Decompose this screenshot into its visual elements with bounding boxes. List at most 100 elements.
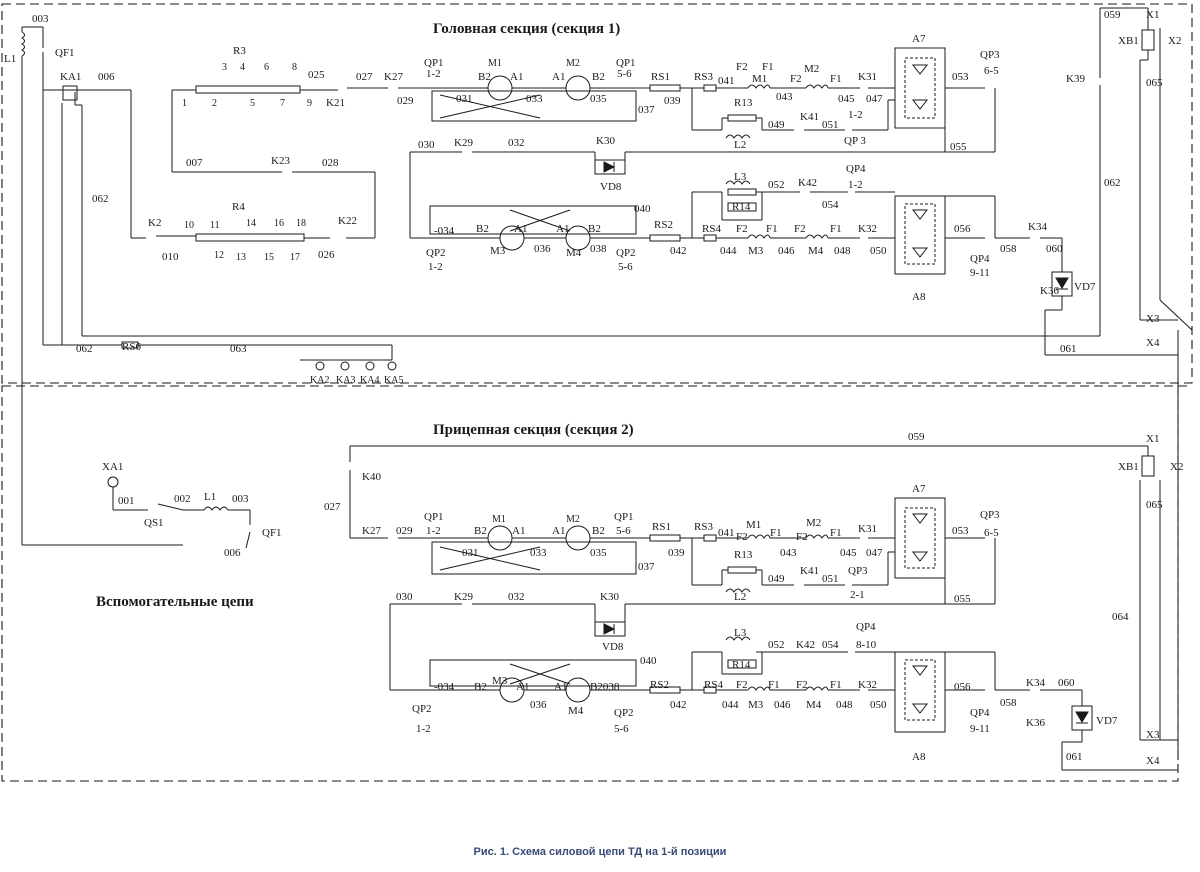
label-006: 006: [98, 71, 115, 83]
term-b2: B2: [592, 71, 605, 83]
wire-036: 036: [530, 699, 547, 711]
wire-042: 042: [670, 245, 687, 257]
contact-k2: K2: [148, 217, 161, 229]
switch-qp4: QP4: [846, 163, 866, 175]
diode-vd7-label: VD7: [1096, 715, 1118, 727]
switch-qp4-lower: QP4: [970, 253, 990, 265]
wire-061: 061: [1066, 751, 1083, 763]
title-section-2: Прицепная секция (секция 2): [433, 422, 634, 438]
wire-034: -034: [434, 681, 455, 693]
inductor-l2-label: L2: [734, 591, 746, 603]
resistor-rs6-label: RS6: [122, 341, 141, 353]
field-f2: F2: [736, 223, 748, 235]
wire-035: 035: [590, 93, 607, 105]
contact-k30: K30: [600, 591, 619, 603]
wire-060: 060: [1058, 677, 1075, 689]
resistor-rs4-label: RS4: [704, 679, 723, 691]
wire-046: 046: [774, 699, 791, 711]
wire-056: 056: [954, 223, 971, 235]
tap-17: 17: [290, 252, 300, 263]
term-a1: A1: [552, 525, 565, 537]
field-m2: M2: [806, 517, 821, 529]
switch-qp1-left-pos: 1-2: [426, 68, 441, 80]
resistor-rs2-label: RS2: [654, 219, 673, 231]
contact-k23: K23: [271, 155, 290, 167]
contact-k42: K42: [798, 177, 817, 189]
contact-k34: K34: [1028, 221, 1047, 233]
wire-048: 048: [834, 245, 851, 257]
field-m3: M3: [748, 245, 764, 257]
terminal-x2: X2: [1170, 461, 1183, 473]
switch-qp2-right: QP2: [614, 707, 634, 719]
title-section-1: Головная секция (секция 1): [433, 21, 620, 37]
section-1-labels: 003 L1 QF1 KA1 006 R3 3 4 6 8 1 2 5 7 9 …: [4, 9, 1181, 386]
switch-qp1-right: QP1: [614, 511, 634, 523]
tap-3: 3: [222, 62, 227, 73]
contact-k41: K41: [800, 565, 819, 577]
inductor-l2-label: L2: [734, 139, 746, 151]
wire-062: 062: [1104, 177, 1121, 189]
converter-a8-label: A8: [912, 291, 926, 303]
field-f1: F1: [768, 679, 780, 691]
wire-058: 058: [1000, 697, 1017, 709]
wire-062: 062: [92, 193, 109, 205]
switch-qp1-left: QP1: [424, 57, 444, 69]
terminal-xb1: XB1: [1118, 461, 1139, 473]
wire-033: 033: [526, 93, 543, 105]
motor-m2-label: M2: [566, 514, 580, 525]
tap-6: 6: [264, 62, 269, 73]
field-m1: M1: [746, 519, 761, 531]
field-f2: F2: [736, 679, 748, 691]
terminal-x3: X3: [1146, 313, 1160, 325]
tap-5: 5: [250, 98, 255, 109]
wire-054: 054: [822, 199, 839, 211]
contact-k29: K29: [454, 137, 473, 149]
switch-qp2-left: QP2: [426, 247, 446, 259]
wire-025: 025: [308, 69, 325, 81]
wire-031: 031: [462, 547, 479, 559]
resistor-rs3-label: RS3: [694, 521, 713, 533]
term-a1: A1: [552, 71, 565, 83]
wire-064: 064: [1112, 611, 1129, 623]
wire-043: 043: [780, 547, 797, 559]
wire-044: 044: [722, 699, 739, 711]
switch-qp3: QP3: [980, 49, 1000, 61]
diode-vd8-label: VD8: [602, 641, 624, 653]
contact-k21: K21: [326, 97, 345, 109]
motor-m3-label: M3: [492, 675, 508, 687]
wire-002: 002: [174, 493, 191, 505]
title-aux-circuits: Вспомогательные цепи: [96, 594, 254, 610]
wire-046: 046: [778, 245, 795, 257]
wire-033: 033: [530, 547, 547, 559]
field-f2: F2: [796, 531, 808, 543]
tap-18: 18: [296, 218, 306, 229]
wire-059: 059: [908, 431, 925, 443]
section-2-labels: 059 K40 027 K27 029 QP1 1-2 B2 M1 A1 M2 …: [324, 431, 1183, 767]
switch-qp3-lower: QP 3: [844, 135, 866, 147]
wire-032: 032: [508, 591, 525, 603]
tap-1: 1: [182, 98, 187, 109]
wire-043: 043: [776, 91, 793, 103]
field-m3: M3: [748, 699, 764, 711]
section-2-components: [487, 525, 757, 703]
term-b2: B2: [474, 681, 487, 693]
wire-045: 045: [840, 547, 857, 559]
contact-k22: K22: [338, 215, 357, 227]
wire-054: 054: [822, 639, 839, 651]
term-b2-038: B2038: [590, 681, 620, 693]
term-b2: B2: [474, 525, 487, 537]
tap-11: 11: [210, 220, 220, 231]
tap-14: 14: [246, 218, 256, 229]
field-f2: F2: [790, 73, 802, 85]
label-003: 003: [32, 13, 49, 25]
wire-034: -034: [434, 225, 455, 237]
tap-9: 9: [307, 98, 312, 109]
contact-k39: K39: [1066, 73, 1085, 85]
term-a1: A1: [516, 681, 529, 693]
resistor-r4-symbol: [195, 233, 305, 242]
motor-m1-symbol: [487, 75, 513, 101]
field-m2: M2: [804, 63, 819, 75]
inductor-l3-label: L3: [734, 171, 747, 183]
wire-030: 030: [396, 591, 413, 603]
wire-045: 045: [838, 93, 855, 105]
